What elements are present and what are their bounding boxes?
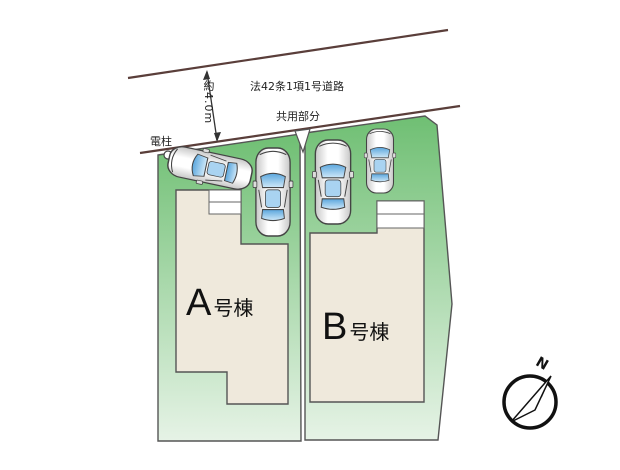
parked-car-2 (252, 147, 294, 237)
road-width-label: 約4.0m (202, 80, 215, 125)
shared-area-label: 共用部分 (276, 110, 320, 123)
parked-car-3 (311, 139, 355, 225)
parked-car-4 (363, 128, 397, 194)
building-a-letter: A (186, 282, 212, 324)
road-edge-far (127, 28, 449, 80)
utility-pole-label: 電柱 (150, 135, 172, 148)
shared-area-marker (294, 128, 311, 154)
north-arrow-icon (502, 374, 558, 430)
building-a-suffix: 号棟 (213, 296, 254, 320)
road-width-dimension (203, 70, 221, 142)
building-b-letter: B (322, 306, 348, 348)
road-name-label: 法42条1項1号道路 (250, 80, 344, 93)
building-b-label: B 号棟 (322, 306, 389, 349)
building-b-suffix: 号棟 (349, 320, 390, 344)
building-a-label: A 号棟 (186, 282, 253, 325)
road-edge-near (139, 104, 461, 155)
